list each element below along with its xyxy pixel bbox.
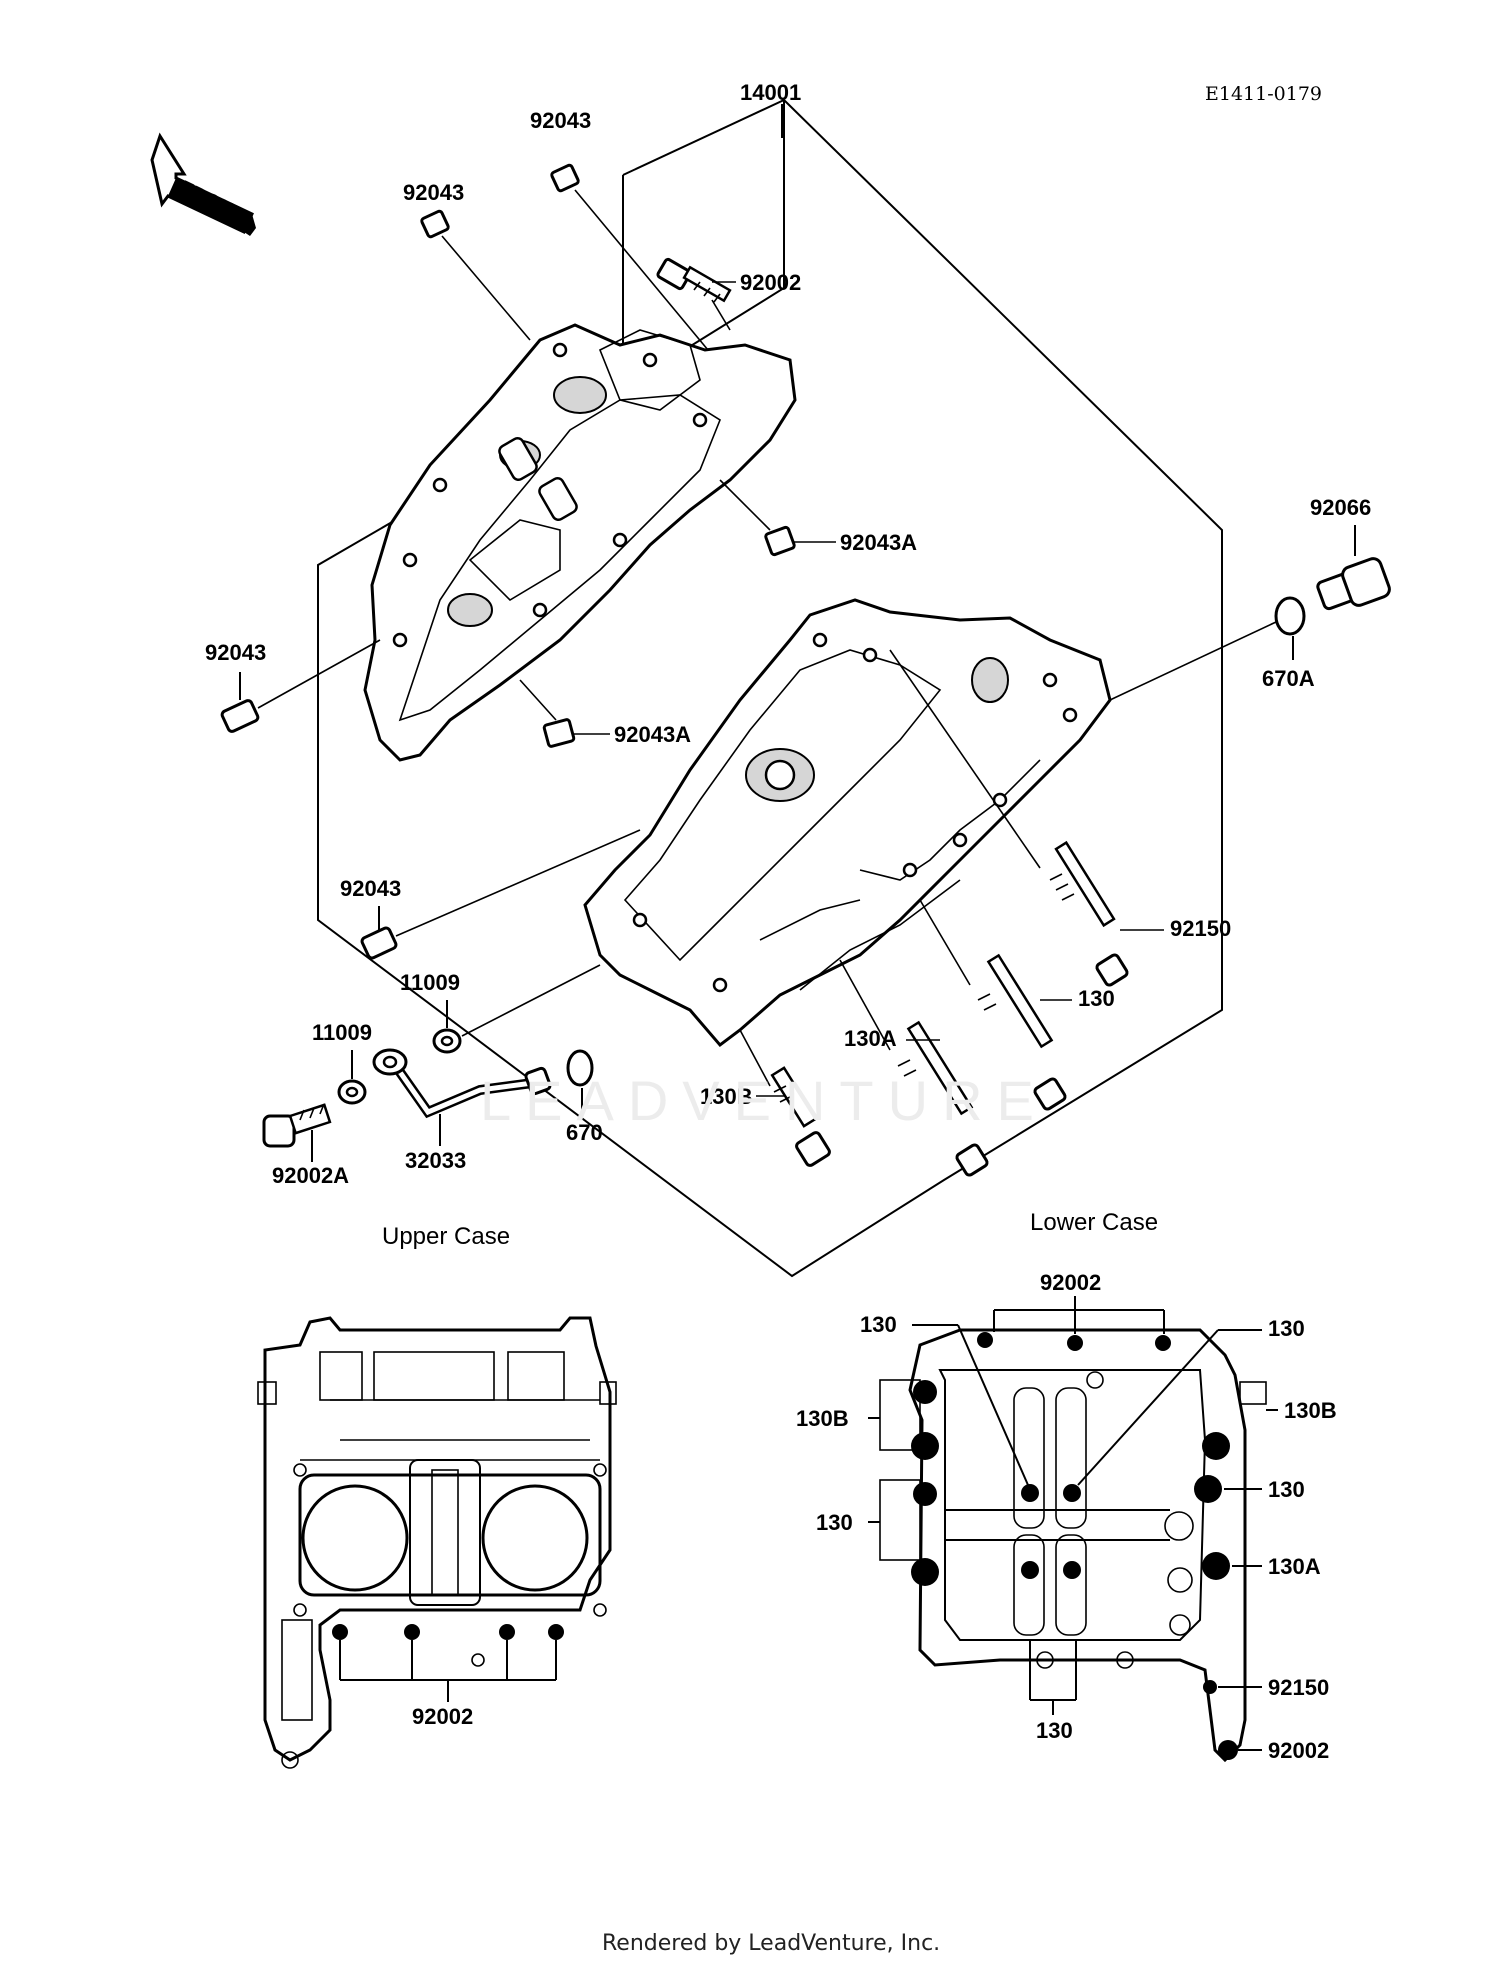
callout-130: 130 bbox=[1078, 986, 1115, 1011]
footer-credit: Rendered by LeadVenture, Inc. bbox=[602, 1931, 940, 1956]
callout-670: 670 bbox=[566, 1120, 603, 1145]
front-arrow-label: FRONT bbox=[176, 177, 248, 227]
lower-case-view bbox=[868, 1296, 1278, 1763]
dowel-pin-92043-top bbox=[550, 163, 580, 193]
caption-upper-case: Upper Case bbox=[382, 1223, 510, 1250]
callout-92002a: 92002A bbox=[272, 1163, 349, 1188]
dowel-pin-92043-left bbox=[220, 699, 260, 733]
lower-view-callout-130a-right: 130A bbox=[1268, 1554, 1321, 1579]
lower-view-callout-130-right: 130 bbox=[1268, 1477, 1305, 1502]
o-ring-670 bbox=[566, 1049, 594, 1087]
bolt-130b bbox=[770, 1066, 831, 1167]
front-arrow-icon: FRONT bbox=[150, 132, 256, 236]
washer-11009-a bbox=[432, 1028, 462, 1054]
dowel-pin-92043-upper bbox=[420, 209, 450, 239]
lower-view-callout-130-left: 130 bbox=[816, 1510, 853, 1535]
callout-14001: 14001 bbox=[740, 80, 801, 105]
callout-92043a-right: 92043A bbox=[840, 530, 917, 555]
lower-view-callout-130b-left: 130B bbox=[796, 1406, 849, 1431]
upper-view-callout-92002: 92002 bbox=[412, 1704, 473, 1729]
callout-92043-mid: 92043 bbox=[340, 876, 401, 901]
callout-92043-upper: 92043 bbox=[403, 180, 464, 205]
lower-view-callout-130-bottom: 130 bbox=[1036, 1718, 1073, 1743]
bolt-130a bbox=[897, 1020, 989, 1177]
callout-11009-a: 11009 bbox=[400, 970, 460, 995]
callout-92002-top: 92002 bbox=[740, 270, 801, 295]
caption-lower-case: Lower Case bbox=[1030, 1209, 1158, 1236]
callout-92043-left: 92043 bbox=[205, 640, 266, 665]
callout-92150: 92150 bbox=[1170, 916, 1231, 941]
dowel-pin-92043-mid bbox=[360, 926, 398, 960]
watermark: LEADVENTURE bbox=[480, 1069, 1048, 1132]
lower-view-callout-92002-top: 92002 bbox=[1040, 1270, 1101, 1295]
upper-case-view bbox=[257, 1316, 617, 1769]
washer-11009-b bbox=[337, 1079, 367, 1105]
bolt-130 bbox=[977, 953, 1067, 1111]
callout-92043a-lower: 92043A bbox=[614, 722, 691, 747]
callout-32033: 32033 bbox=[405, 1148, 466, 1173]
lower-view-callout-130b-right: 130B bbox=[1284, 1398, 1337, 1423]
dowel-pin-92043a-right bbox=[764, 525, 796, 557]
callout-92043-top: 92043 bbox=[530, 108, 591, 133]
callout-130b: 130B bbox=[700, 1084, 753, 1109]
lower-crankcase bbox=[583, 598, 1112, 1048]
lower-view-callout-92002-right: 92002 bbox=[1268, 1738, 1329, 1763]
callout-92066: 92066 bbox=[1310, 495, 1371, 520]
diagram-code: E1411-0179 bbox=[1205, 83, 1322, 105]
upper-crankcase bbox=[363, 323, 797, 762]
lower-view-callout-92150-right: 92150 bbox=[1268, 1675, 1329, 1700]
callout-11009-b: 11009 bbox=[312, 1020, 372, 1045]
drain-plug-92066 bbox=[1316, 557, 1391, 611]
callout-670a: 670A bbox=[1262, 666, 1315, 691]
banjo-bolt-92002a bbox=[262, 1103, 332, 1148]
oil-pipe-32033 bbox=[372, 1048, 552, 1119]
bolt-92002-top bbox=[656, 257, 732, 303]
dowel-pin-92043a-lower bbox=[542, 718, 576, 748]
lower-view-callout-130-top-left: 130 bbox=[860, 1312, 897, 1337]
lower-view-callout-130-top-right: 130 bbox=[1268, 1316, 1305, 1341]
o-ring-670a bbox=[1274, 596, 1306, 636]
bolt-92150 bbox=[1049, 840, 1129, 987]
